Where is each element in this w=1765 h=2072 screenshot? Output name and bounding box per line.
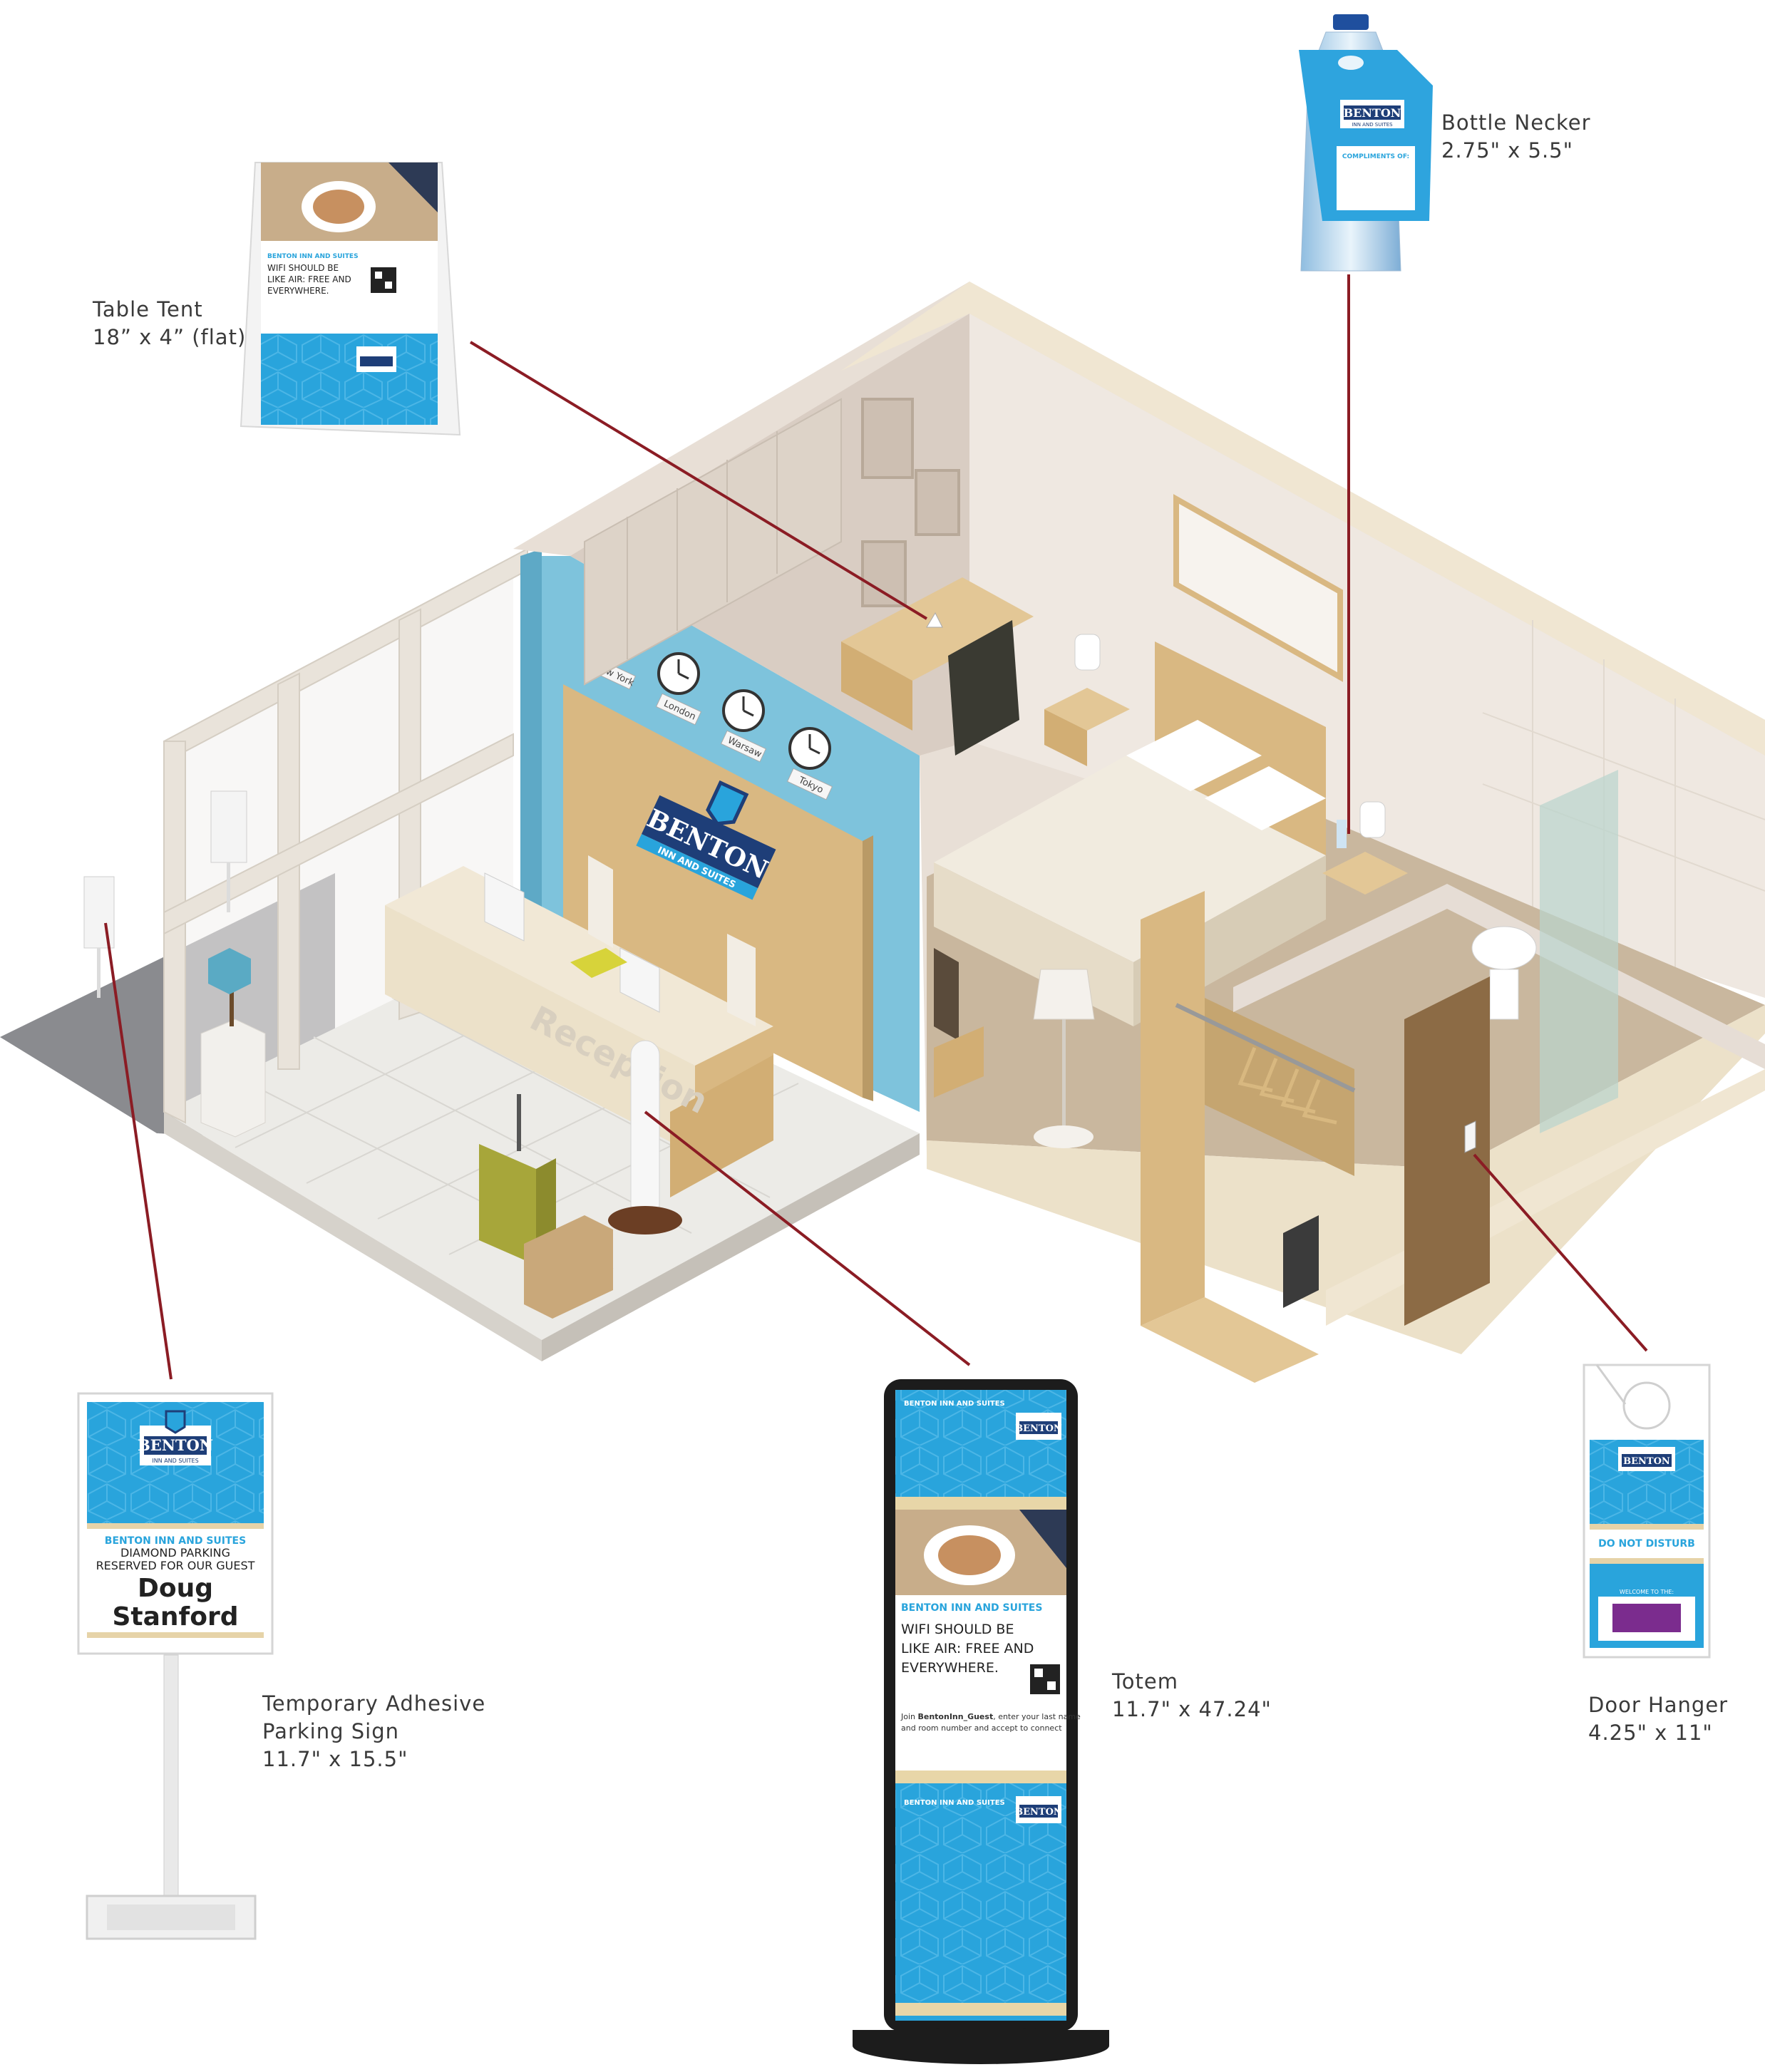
luggage — [479, 1094, 613, 1319]
wood-panel — [563, 684, 863, 1098]
wardrobe — [1141, 891, 1356, 1383]
door-hanger-welcome: WELCOME TO THE: — [1620, 1589, 1674, 1595]
table-tent-brand: BENTON INN AND SUITES — [267, 253, 359, 260]
label-totem: Totem 11.7" x 47.24" — [1112, 1668, 1272, 1723]
leader-door-hanger — [1473, 1153, 1648, 1352]
bottle-logo-sub: INN AND SUITES — [1352, 122, 1393, 128]
desk-monitors — [484, 855, 756, 1026]
label-bottle-necker: Bottle Necker 2.75" x 5.5" — [1441, 109, 1591, 165]
label-bottle-necker-size: 2.75" x 5.5" — [1441, 138, 1573, 163]
desk-table-tent — [926, 612, 943, 628]
picture-frames — [861, 398, 960, 607]
table-tent-headline-3: EVERYWHERE. — [267, 286, 329, 296]
label-bottle-necker-name: Bottle Necker — [1441, 110, 1591, 135]
totem-product — [853, 1379, 1109, 2064]
tv-stand — [934, 948, 959, 1041]
floor-lamp — [1033, 969, 1095, 1148]
leader-lines — [104, 274, 1648, 1380]
leader-parking-sign — [104, 922, 173, 1380]
label-door-hanger-name: Door Hanger — [1588, 1693, 1729, 1717]
parking-name-2: Stanford — [113, 1602, 239, 1632]
isometric-room: New York London Warsaw Tokyo BENTON INN … — [0, 282, 1765, 1383]
bathroom-door — [1404, 976, 1490, 1326]
totem-join-line-1: Join BentonInn_Guest, enter your last na… — [900, 1712, 1081, 1721]
bottle-necker-product — [1299, 14, 1433, 272]
parking-logo-sub: INN AND SUITES — [152, 1458, 198, 1464]
leader-totem — [644, 1110, 971, 1366]
leader-table-tent — [469, 341, 928, 620]
label-table-tent-name: Table Tent — [93, 297, 203, 321]
plant-pot — [200, 948, 266, 1138]
headboard-art — [1173, 494, 1343, 682]
label-door-hanger-size: 4.25" x 11" — [1588, 1721, 1713, 1745]
label-parking-sign-line1: Temporary Adhesive — [262, 1691, 486, 1716]
parking-line-3: RESERVED FOR OUR GUEST — [96, 1559, 255, 1572]
totem-join-line-2: and room number and accept to connect — [901, 1723, 1062, 1733]
parking-name-1: Doug — [138, 1574, 213, 1603]
bottle-compliments: COMPLIMENTS OF: — [1342, 153, 1409, 160]
label-table-tent-size: 18” x 4” (flat) — [93, 325, 247, 349]
totem-header-bottom: BENTON INN AND SUITES — [904, 1799, 1005, 1807]
nightstands — [1044, 634, 1408, 895]
door-hanger-logo: BENTON — [1623, 1456, 1670, 1467]
totem-headline-2: LIKE AIR: FREE AND — [901, 1641, 1034, 1656]
totem-headline-3: EVERYWHERE. — [901, 1660, 999, 1676]
door-hanger-product — [1583, 1364, 1711, 1659]
parking-logo-title: BENTON — [138, 1436, 213, 1454]
writing-desk — [841, 577, 1034, 756]
totem-header-top: BENTON INN AND SUITES — [904, 1400, 1005, 1408]
door-hanger-dnd: DO NOT DISTURB — [1598, 1538, 1695, 1550]
label-totem-name: Totem — [1112, 1669, 1178, 1694]
label-table-tent: Table Tent 18” x 4” (flat) — [93, 296, 246, 351]
label-parking-sign-line2: Parking Sign — [262, 1719, 399, 1743]
totem-logo-top: BENTON — [1015, 1423, 1062, 1434]
lobby-floor — [164, 941, 920, 1340]
table-tent-headline-1: WIFI SHOULD BE — [267, 263, 339, 273]
street-sign-posts — [83, 790, 247, 998]
bottle-logo-title: BENTON — [1344, 106, 1401, 120]
totem-headline-1: WIFI SHOULD BE — [901, 1622, 1014, 1637]
totem-brand-line: BENTON INN AND SUITES — [901, 1602, 1042, 1614]
label-door-hanger: Door Hanger 4.25" x 11" — [1588, 1691, 1728, 1747]
window-curtains — [584, 398, 842, 686]
table-tent-headline-2: LIKE AIR: FREE AND — [267, 274, 351, 284]
parking-line-2: DIAMOND PARKING — [120, 1546, 230, 1560]
wall-logo — [636, 780, 776, 900]
lobby-totem — [630, 1040, 660, 1220]
label-parking-sign-size: 11.7" x 15.5" — [262, 1747, 408, 1771]
parking-sign-product — [77, 1392, 274, 1940]
totem-join-rest: , enter your last name — [993, 1712, 1081, 1721]
label-totem-size: 11.7" x 47.24" — [1112, 1697, 1272, 1721]
totem-join-network: BentonInn_Guest — [918, 1712, 994, 1721]
totem-join-prefix: Join — [900, 1712, 918, 1721]
parking-line-1: BENTON INN AND SUITES — [105, 1535, 246, 1547]
totem-logo-bottom: BENTON — [1015, 1807, 1062, 1818]
label-parking-sign: Temporary Adhesive Parking Sign 11.7" x … — [262, 1690, 485, 1773]
table-tent-product — [240, 162, 461, 436]
